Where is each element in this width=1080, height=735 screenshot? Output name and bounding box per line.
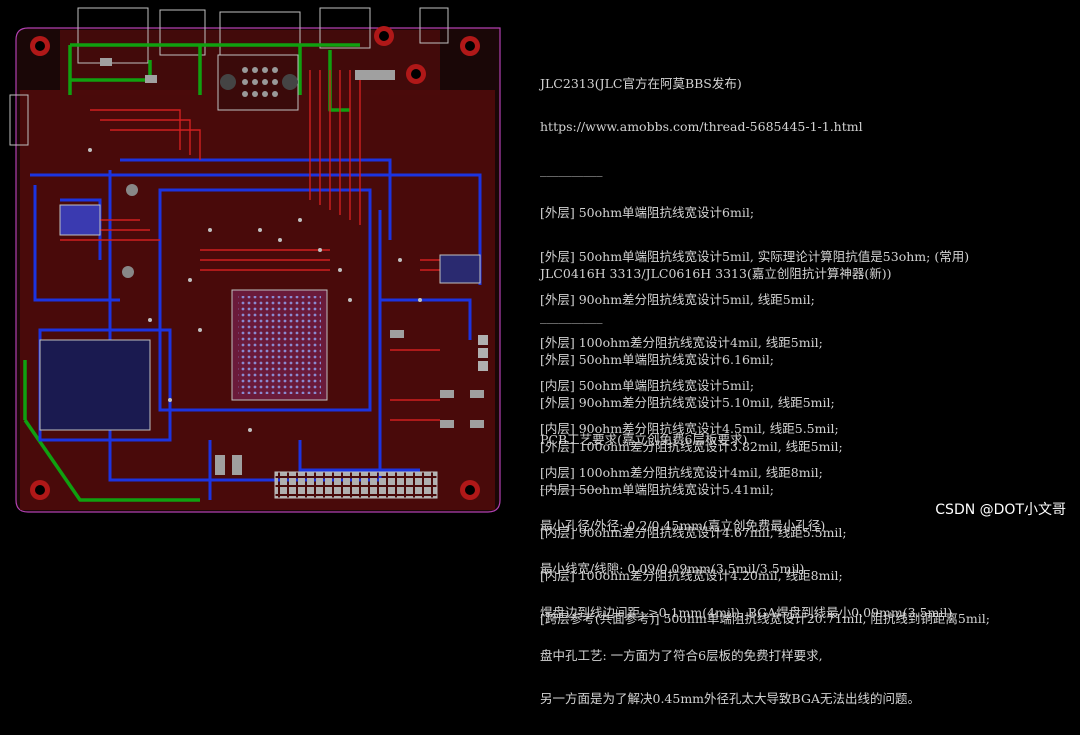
note-line: [内层] 100ohm差分阻抗线宽设计4mil, 线距8mil; bbox=[540, 464, 823, 480]
notes-section-jlc2313: JLC2313(JLC官方在阿莫BBS发布) https://www.amobb… bbox=[540, 48, 969, 509]
vga-connector bbox=[217, 54, 299, 111]
header-3pin bbox=[478, 335, 488, 371]
note-line: [外层] 50ohm单端阻抗线宽设计6.16mil; bbox=[540, 352, 774, 368]
section-separator: __________ bbox=[540, 475, 603, 491]
note-line: 最小线宽/线隙: 0.09/0.09mm(3.5mil/3.5mil) bbox=[540, 561, 805, 577]
bga-chip bbox=[231, 289, 328, 401]
section-title: JLC0416H 3313/JLC0616H 3313(嘉立创阻抗计算神器(新)… bbox=[540, 265, 892, 281]
note-line: [外层] 90ohm差分阻抗线宽设计5.10mil, 线距5mil; bbox=[540, 395, 835, 411]
pcb-board-view[interactable] bbox=[0, 0, 520, 529]
note-line: [内层] 90ohm差分阻抗线宽设计4.5mil, 线距5.5mil; bbox=[540, 421, 839, 437]
note-line: [外层] 100ohm差分阻抗线宽设计4mil, 线距5mil; bbox=[540, 335, 823, 351]
note-line: 最小孔径/外径: 0.2/0.45mm(嘉立创免费最小孔径) bbox=[540, 518, 826, 534]
section-url: https://www.amobbs.com/thread-5685445-1-… bbox=[540, 119, 863, 135]
pin-header-bottom bbox=[274, 471, 438, 499]
passive-components bbox=[100, 58, 484, 475]
note-line: [外层] 100ohm差分阻抗线宽设计3.82mil, 线距5mil; bbox=[540, 438, 843, 454]
section-title: PCB工艺要求(嘉立创免费6层板要求) bbox=[540, 431, 748, 447]
note-line: [内层] 50ohm单端阻抗线宽设计5.41mil; bbox=[540, 481, 774, 497]
note-line: [外层] 90ohm差分阻抗线宽设计5mil, 线距5mil; bbox=[540, 291, 815, 307]
note-line: [内层] 50ohm单端阻抗线宽设计5mil; bbox=[540, 378, 755, 394]
note-line: 焊盘边到线边间距: ≥0.1mm(4mil), BGA焊盘到线最小0.09mm(… bbox=[540, 604, 953, 620]
mounting-holes bbox=[30, 26, 480, 500]
qfp-chip-left bbox=[39, 204, 151, 431]
notes-section-pcb-process: PCB工艺要求(嘉立创免费6层板要求) __________ 最小孔径/外径: … bbox=[540, 404, 952, 735]
section-separator: __________ bbox=[540, 162, 603, 178]
section-separator: __________ bbox=[540, 309, 603, 325]
top-layer-traces bbox=[60, 70, 470, 421]
note-line: [外层] 50ohm单端阻抗线宽设计5mil, 实际理论计算阻抗值是53ohm;… bbox=[540, 248, 970, 264]
note-line: [外层] 50ohm单端阻抗线宽设计6mil; bbox=[540, 205, 755, 221]
csdn-watermark: CSDN @DOT小文哥 bbox=[935, 502, 1066, 518]
note-line: 另一方面是为了解决0.45mm外径孔太大导致BGA无法出线的问题。 bbox=[540, 691, 920, 707]
impedance-notes: JLC2313(JLC官方在阿莫BBS发布) https://www.amobb… bbox=[540, 48, 1075, 706]
vias bbox=[88, 148, 422, 432]
section-title: JLC2313(JLC官方在阿莫BBS发布) bbox=[540, 75, 742, 91]
note-line: 盘中孔工艺: 一方面为了符合6层板的免费打样要求, bbox=[540, 647, 823, 663]
small-ic-right bbox=[439, 254, 481, 284]
